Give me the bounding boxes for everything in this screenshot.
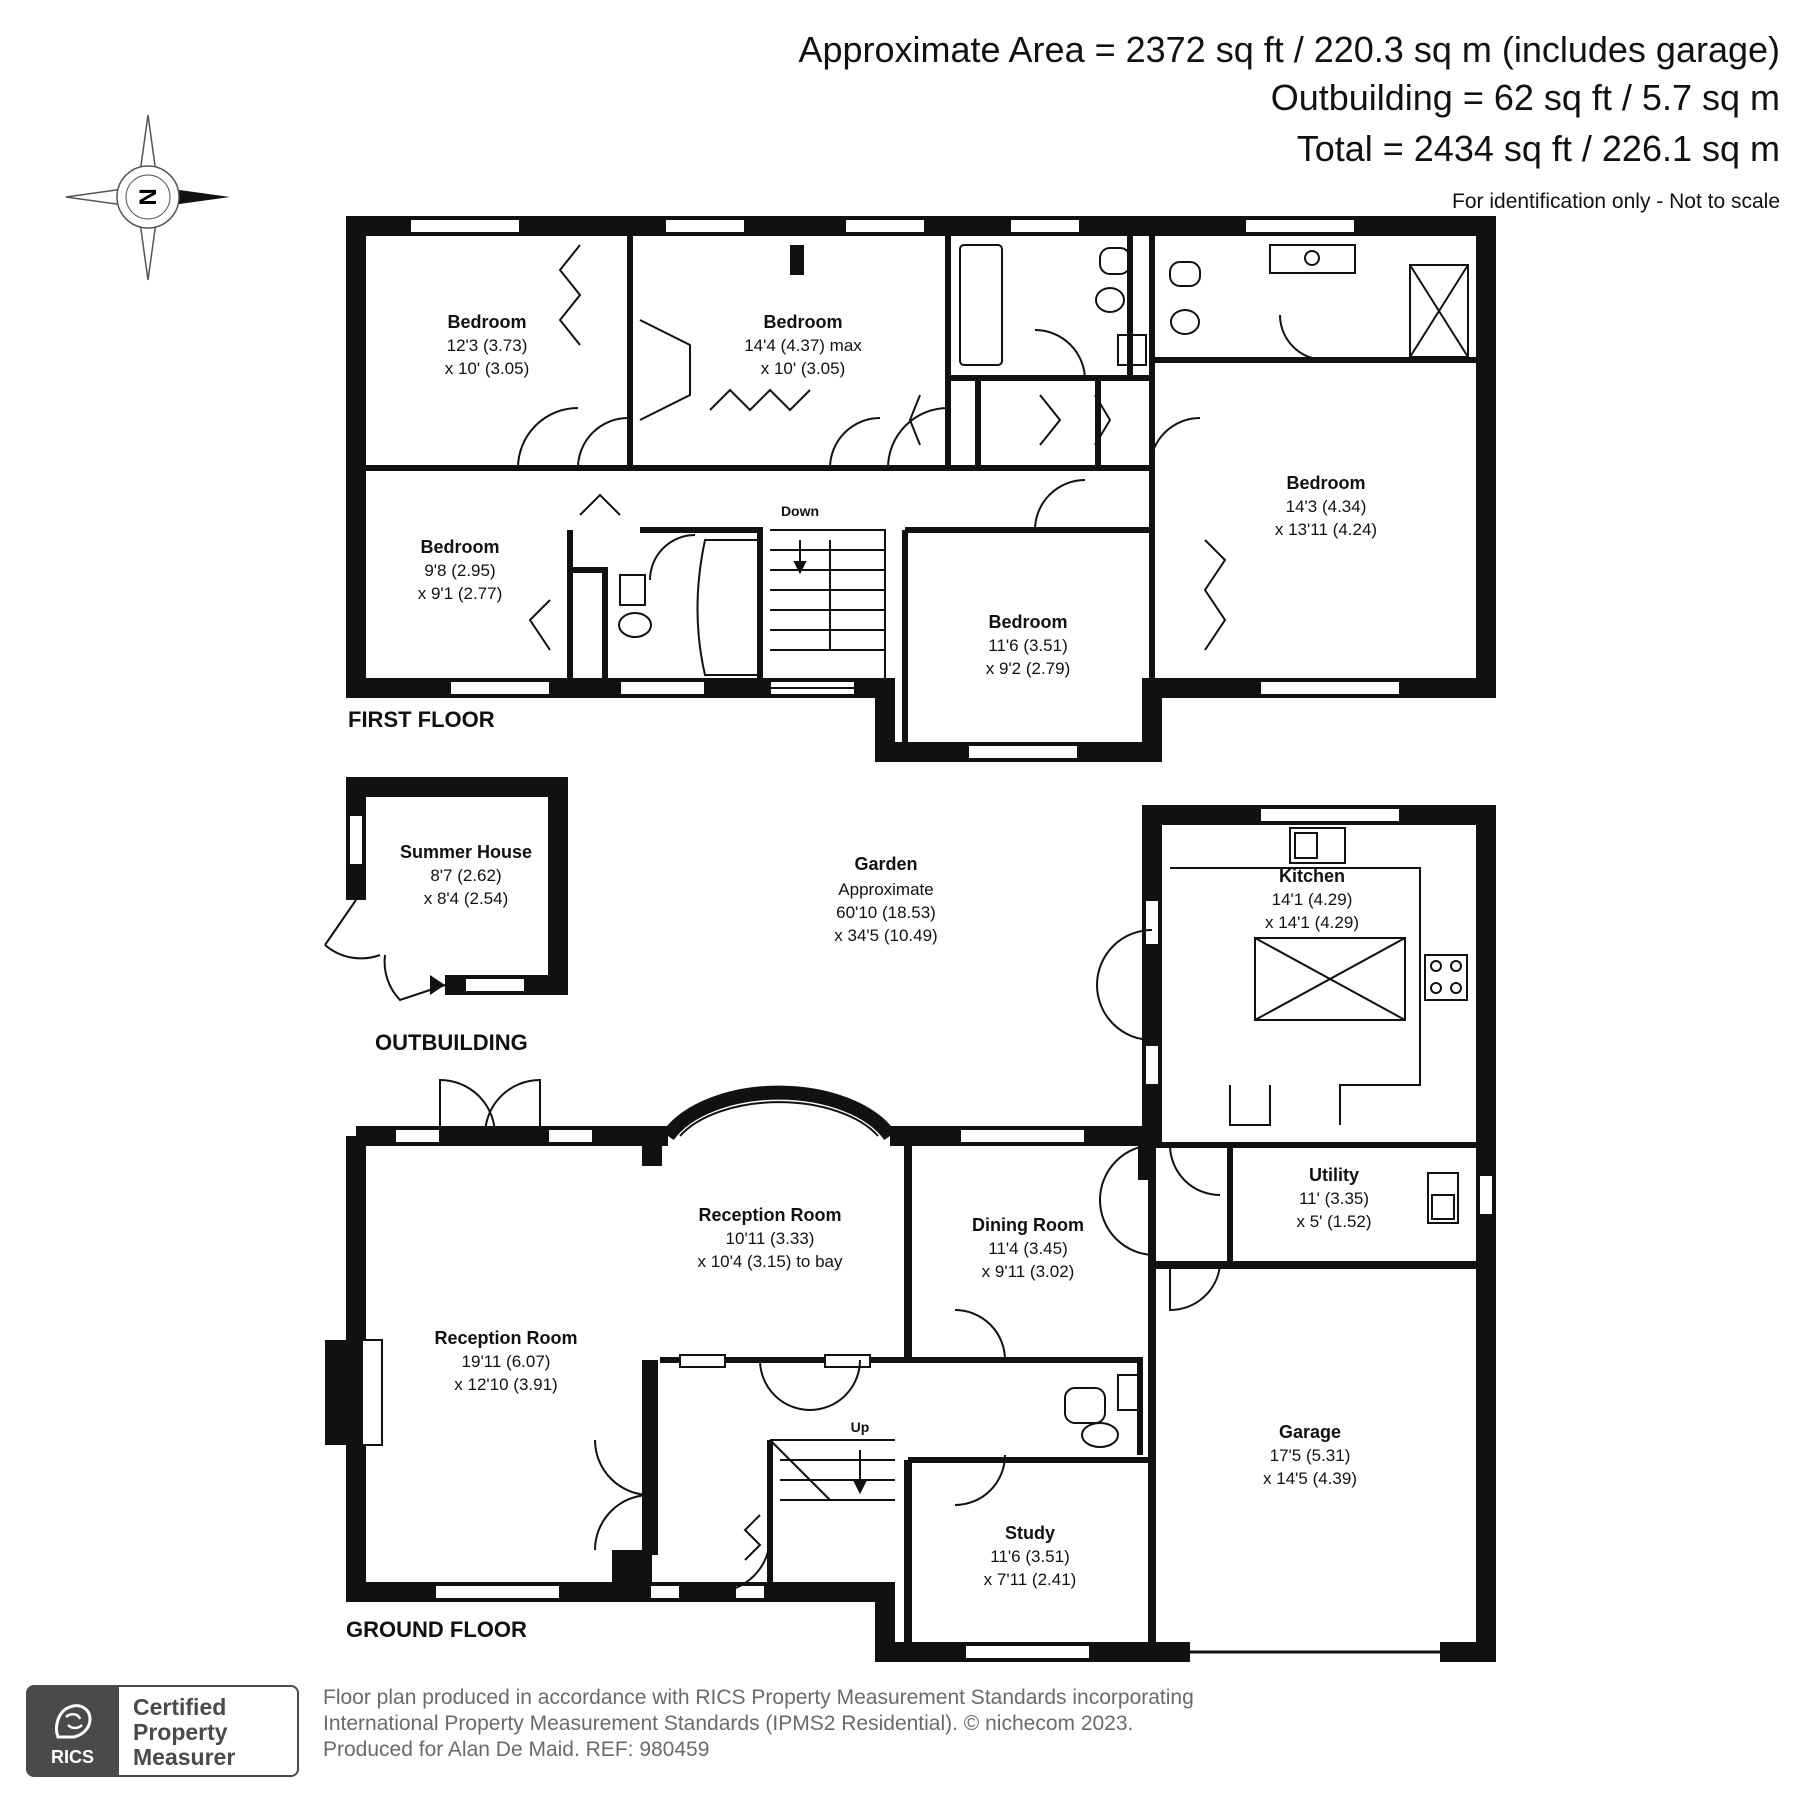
lion-crest-icon [55, 1704, 92, 1739]
svg-text:x 8'4 (2.54): x 8'4 (2.54) [424, 889, 509, 908]
identification-note: For identification only - Not to scale [1452, 190, 1780, 213]
first-floor-room-labels: Bedroom 12'3 (3.73) x 10' (3.05) Bedroom… [418, 312, 1377, 678]
svg-text:10'11 (3.33): 10'11 (3.33) [726, 1229, 815, 1248]
footer-notes: Floor plan produced in accordance with R… [323, 1685, 1194, 1763]
svg-text:17'5 (5.31): 17'5 (5.31) [1270, 1446, 1351, 1465]
svg-text:Summer House: Summer House [400, 842, 532, 862]
room-kitchen: Kitchen 14'1 (4.29) x 14'1 (4.29) [1265, 866, 1359, 932]
svg-text:x 14'1 (4.29): x 14'1 (4.29) [1265, 913, 1359, 932]
compass-north-letter: N [135, 188, 162, 205]
svg-text:x 5' (1.52): x 5' (1.52) [1296, 1212, 1371, 1231]
svg-text:12'3 (3.73): 12'3 (3.73) [447, 336, 528, 355]
svg-text:Bedroom: Bedroom [420, 537, 499, 557]
svg-text:11' (3.35): 11' (3.35) [1299, 1189, 1369, 1208]
stairs-down-label: Down [781, 503, 819, 519]
svg-text:x 14'5 (4.39): x 14'5 (4.39) [1263, 1469, 1357, 1488]
room-summer-house: Summer House 8'7 (2.62) x 8'4 (2.54) [400, 842, 532, 908]
svg-text:Bedroom: Bedroom [988, 612, 1067, 632]
ground-floor-label: GROUND FLOOR [346, 1617, 527, 1642]
svg-text:19'11 (6.07): 19'11 (6.07) [462, 1352, 551, 1371]
svg-text:x 10' (3.05): x 10' (3.05) [761, 359, 846, 378]
svg-text:x 9'1 (2.77): x 9'1 (2.77) [418, 584, 503, 603]
svg-text:14'4 (4.37) max: 14'4 (4.37) max [744, 336, 862, 355]
svg-text:x 9'2 (2.79): x 9'2 (2.79) [986, 659, 1071, 678]
svg-text:Bedroom: Bedroom [763, 312, 842, 332]
ground-floor-room-labels: Kitchen 14'1 (4.29) x 14'1 (4.29) Utilit… [434, 866, 1371, 1589]
badge-line-1: Certified [133, 1694, 227, 1720]
approximate-area-text: Approximate Area = 2372 sq ft / 220.3 sq… [798, 29, 1780, 70]
svg-text:9'8 (2.95): 9'8 (2.95) [424, 561, 495, 580]
outbuilding-label: OUTBUILDING [375, 1030, 528, 1055]
footer: RICS Certified Property Measurer Floor p… [26, 1685, 1526, 1785]
stairs-up-label: Up [851, 1419, 870, 1435]
room-bedroom-5: Bedroom 11'6 (3.51) x 9'2 (2.79) [986, 612, 1071, 678]
svg-text:60'10 (18.53): 60'10 (18.53) [836, 903, 936, 922]
badge-line-3: Measurer [133, 1744, 236, 1770]
footer-note-line-1: Floor plan produced in accordance with R… [323, 1686, 1194, 1709]
svg-text:14'3 (4.34): 14'3 (4.34) [1286, 497, 1367, 516]
room-bedroom-3: Bedroom 14'3 (4.34) x 13'11 (4.24) [1275, 473, 1377, 539]
footer-note-line-2: International Property Measurement Stand… [323, 1712, 1134, 1735]
rics-logo: RICS [26, 1685, 119, 1777]
svg-text:Study: Study [1005, 1523, 1055, 1543]
svg-text:Dining Room: Dining Room [972, 1215, 1084, 1235]
svg-text:Bedroom: Bedroom [447, 312, 526, 332]
rics-text: RICS [50, 1747, 94, 1767]
svg-text:x 10'4 (3.15) to bay: x 10'4 (3.15) to bay [698, 1252, 843, 1271]
compass-icon: N [65, 114, 230, 281]
svg-text:x 7'11 (2.41): x 7'11 (2.41) [984, 1570, 1077, 1589]
svg-text:Garden: Garden [854, 854, 917, 874]
garden-label: Garden Approximate 60'10 (18.53) x 34'5 … [834, 854, 937, 945]
room-garage: Garage 17'5 (5.31) x 14'5 (4.39) [1263, 1422, 1357, 1488]
room-bedroom-4: Bedroom 9'8 (2.95) x 9'1 (2.77) [418, 537, 503, 603]
footer-note-line-3: Produced for Alan De Maid. REF: 980459 [323, 1738, 710, 1761]
svg-text:Kitchen: Kitchen [1279, 866, 1345, 886]
svg-text:8'7 (2.62): 8'7 (2.62) [430, 866, 501, 885]
room-dining-room: Dining Room 11'4 (3.45) x 9'11 (3.02) [972, 1215, 1084, 1281]
room-study: Study 11'6 (3.51) x 7'11 (2.41) [984, 1523, 1077, 1589]
svg-text:11'6 (3.51): 11'6 (3.51) [990, 1547, 1069, 1566]
svg-text:11'4 (3.45): 11'4 (3.45) [988, 1239, 1067, 1258]
svg-text:Bedroom: Bedroom [1286, 473, 1365, 493]
outbuilding-area-text: Outbuilding = 62 sq ft / 5.7 sq m [1270, 77, 1780, 118]
svg-text:Garage: Garage [1279, 1422, 1341, 1442]
svg-text:Reception Room: Reception Room [698, 1205, 841, 1225]
room-reception-room-bay: Reception Room 10'11 (3.33) x 10'4 (3.15… [698, 1205, 843, 1271]
svg-text:Approximate: Approximate [838, 880, 933, 899]
total-area-text: Total = 2434 sq ft / 226.1 sq m [1296, 128, 1780, 169]
ground-floor-plan: GROUND FLOOR Up [325, 805, 1496, 1662]
svg-text:11'6 (3.51): 11'6 (3.51) [988, 636, 1067, 655]
svg-text:Utility: Utility [1309, 1165, 1359, 1185]
certified-property-measurer-badge: Certified Property Measurer [119, 1685, 299, 1777]
room-bedroom-1: Bedroom 12'3 (3.73) x 10' (3.05) [445, 312, 530, 378]
first-floor-plan: FIRST FLOOR Down [346, 216, 1496, 762]
badge-line-2: Property [133, 1719, 228, 1745]
room-bedroom-2: Bedroom 14'4 (4.37) max x 10' (3.05) [744, 312, 862, 378]
first-floor-label: FIRST FLOOR [348, 707, 495, 732]
svg-text:x 13'11 (4.24): x 13'11 (4.24) [1275, 520, 1377, 539]
room-utility: Utility 11' (3.35) x 5' (1.52) [1296, 1165, 1371, 1231]
svg-text:x 9'11 (3.02): x 9'11 (3.02) [982, 1262, 1075, 1281]
svg-text:Reception Room: Reception Room [434, 1328, 577, 1348]
svg-text:14'1 (4.29): 14'1 (4.29) [1272, 890, 1353, 909]
svg-text:x 34'5 (10.49): x 34'5 (10.49) [834, 926, 937, 945]
svg-text:x 10' (3.05): x 10' (3.05) [445, 359, 530, 378]
room-reception-room: Reception Room 19'11 (6.07) x 12'10 (3.9… [434, 1328, 577, 1394]
outbuilding-plan: OUTBUILDING [324, 777, 568, 1055]
svg-text:x 12'10 (3.91): x 12'10 (3.91) [454, 1375, 557, 1394]
